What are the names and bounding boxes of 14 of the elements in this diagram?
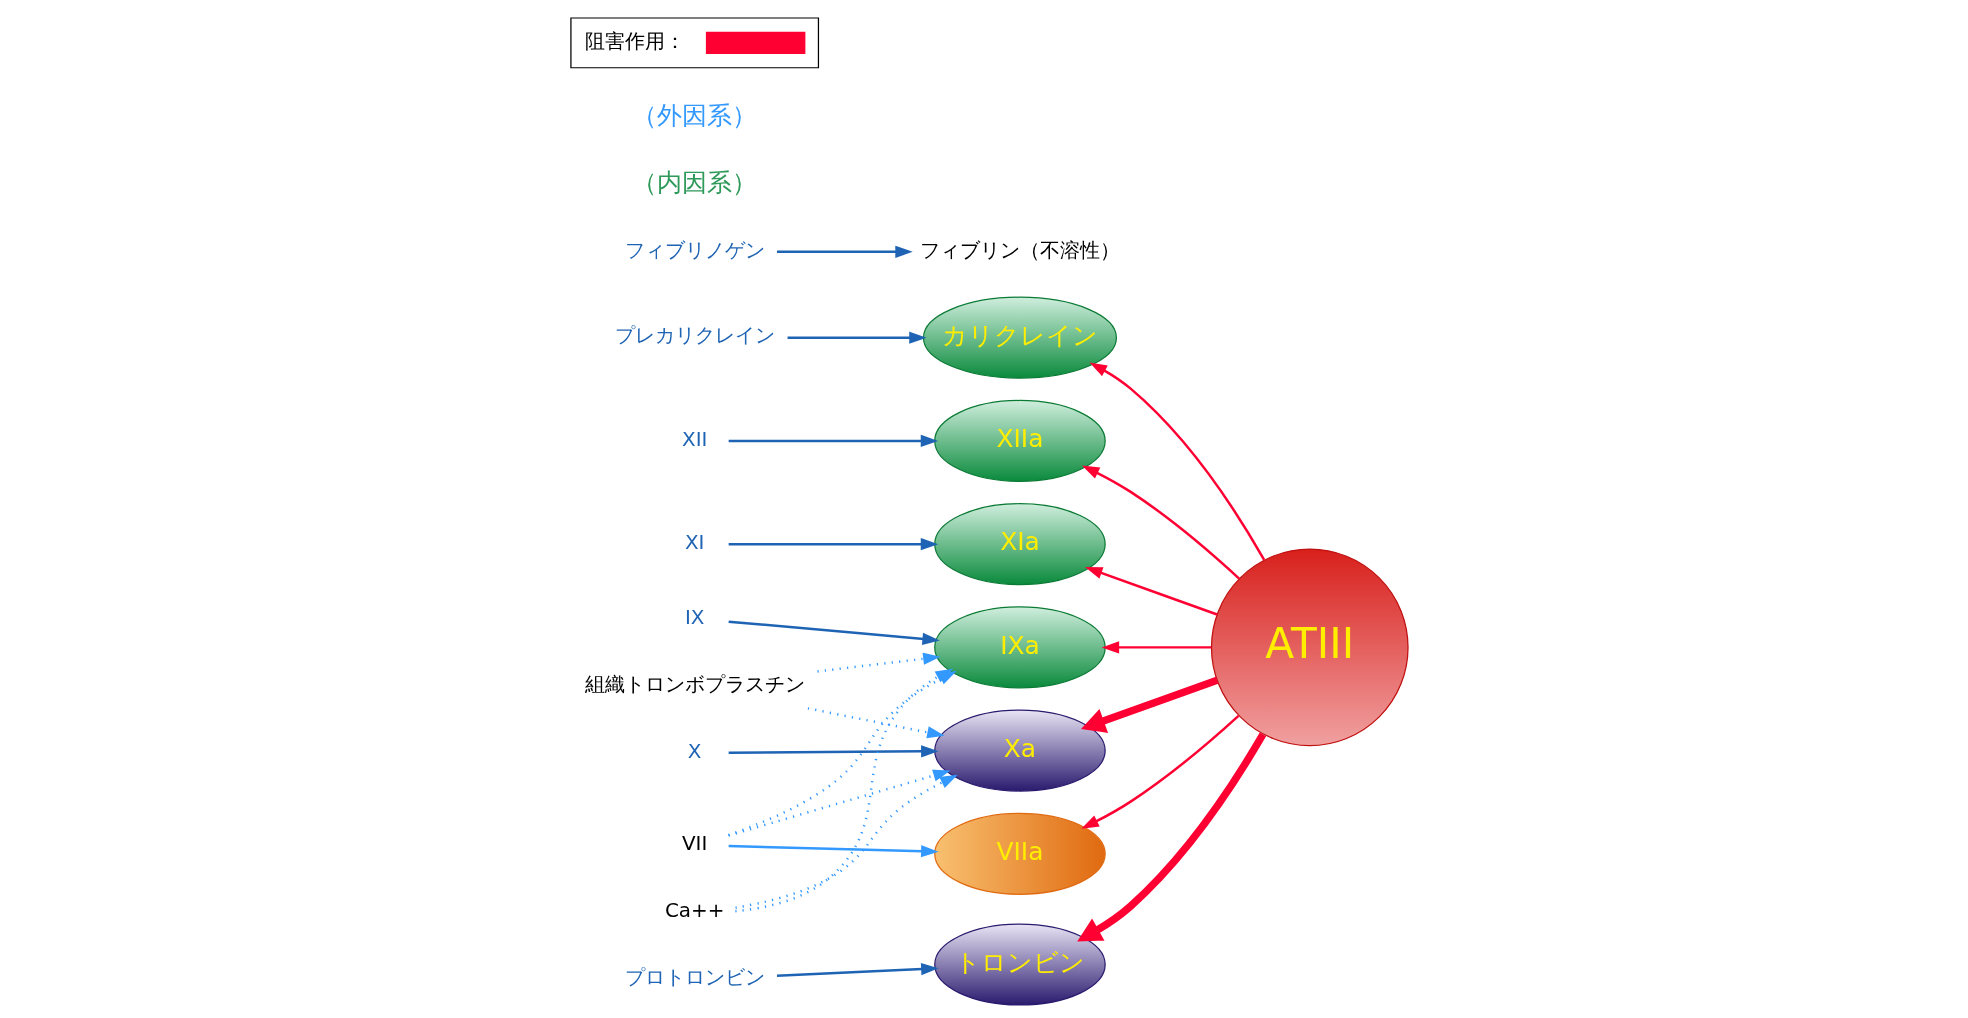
node-text: フィブリノゲン <box>624 238 765 262</box>
label: （内因系） <box>631 167 757 197</box>
node-text: X <box>687 739 702 763</box>
node-text: XII <box>681 427 707 451</box>
node-text: プレカリクレイン <box>614 324 775 348</box>
node-text: Ca++ <box>664 899 724 923</box>
node-text: 組織トロンボプラスチン <box>584 672 805 696</box>
node-text: フィブリン（不溶性） <box>919 238 1120 262</box>
legend-label: 阻害作用： <box>584 29 685 53</box>
node-text: IX <box>684 605 704 629</box>
label: （外因系） <box>631 100 757 130</box>
node-text: XI <box>684 530 704 554</box>
node-text: プロトロンビン <box>624 966 765 990</box>
node-text: VII <box>681 831 707 855</box>
